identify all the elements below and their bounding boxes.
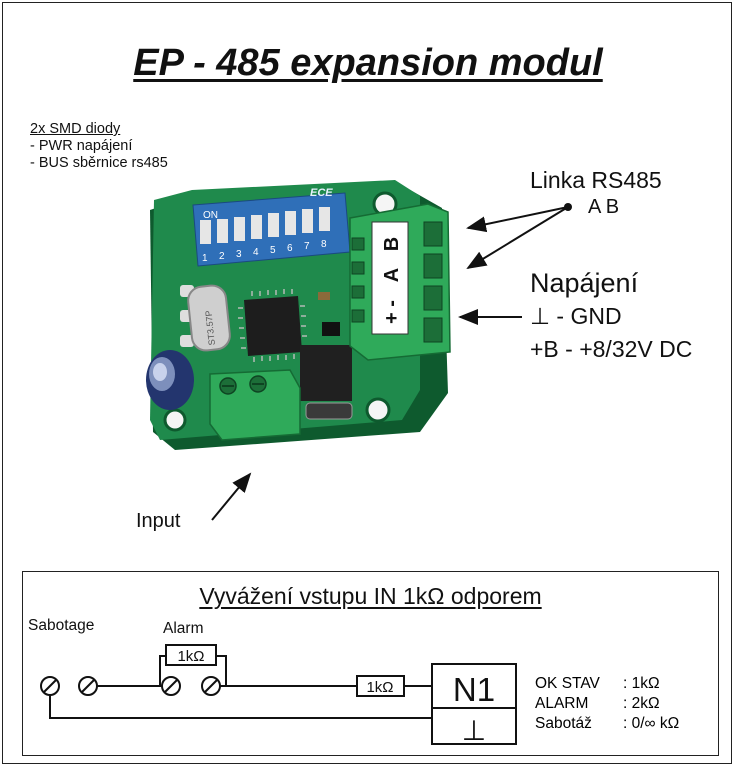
rs485-arrow-b (466, 206, 569, 233)
smd-transistor (322, 322, 340, 336)
ground-wire (49, 695, 432, 719)
dip-numbers: 1 2 3 4 5 6 7 8 (202, 239, 327, 264)
n1-input-box (431, 663, 517, 745)
smd-component (318, 292, 330, 300)
dip-levers (200, 207, 330, 244)
mounting-hole (365, 397, 391, 423)
led-note-bus: - BUS sběrnice rs485 (30, 155, 168, 171)
rs485-label: Linka RS485 (530, 167, 662, 193)
dip-on-label: ON (203, 210, 218, 221)
terminal-slots (351, 221, 443, 343)
crystal-oscillator (187, 284, 231, 352)
svg-text:6: 6 (287, 243, 293, 254)
voltage-regulator (300, 345, 352, 401)
svg-text:7: 7 (304, 241, 310, 252)
terminal-label-b: B (381, 237, 403, 251)
series-resistor-value: 1kΩ (366, 679, 393, 696)
alarm-resistor-value: 1kΩ (177, 648, 204, 665)
power-plus: +B - +8/32V DC (530, 336, 693, 362)
sabotage-label: Sabotage (28, 617, 95, 634)
rs485-terminals: A B (588, 196, 620, 218)
led-notes-heading: 2x SMD diody (30, 121, 121, 137)
solder-pad (180, 335, 194, 347)
circuit-box (22, 571, 719, 756)
dip-brand: ECE (310, 187, 333, 199)
status-row: OK STAV: 1kΩ (535, 675, 660, 692)
n1-label: N1 (453, 671, 495, 708)
ground-symbol: ⊥ (462, 714, 486, 747)
series-resistor (356, 675, 405, 697)
terminal-label-plate (371, 221, 409, 335)
led-notes: 2x SMD diody - PWR napájení - BUS sběrni… (30, 121, 168, 172)
crystal-label: ST3.57P (203, 310, 217, 346)
terminal-label-a: A (381, 268, 403, 282)
status-table: OK STAV: 1kΩ ALARM: 2kΩ Sabotáž: 0/∞ kΩ (535, 674, 679, 734)
page-title: EP - 485 expansion modul (133, 42, 603, 84)
svg-text:1: 1 (202, 253, 208, 264)
circuit-title: Vyvážení vstupu IN 1kΩ odporem (199, 583, 542, 609)
fuse (305, 402, 353, 420)
led-note-pwr: - PWR napájení (30, 138, 133, 154)
svg-text:2: 2 (219, 251, 225, 262)
input-arrow (211, 472, 252, 521)
rs485-arrow-a (466, 206, 569, 270)
power-gnd: ⊥ - GND (530, 303, 622, 329)
alarm-resistor (165, 644, 217, 666)
svg-text:8: 8 (321, 239, 327, 250)
status-row: Sabotáž: 0/∞ kΩ (535, 715, 680, 732)
input-label: Input (136, 510, 181, 532)
microcontroller-chip (244, 296, 302, 356)
status-row: ALARM: 2kΩ (535, 695, 660, 712)
alarm-label: Alarm (163, 620, 204, 637)
terminal-label-power: + - (381, 300, 403, 324)
svg-text:5: 5 (270, 245, 276, 256)
mounting-hole (163, 408, 187, 432)
svg-text:4: 4 (253, 247, 259, 258)
svg-text:3: 3 (236, 249, 242, 260)
power-label: Napájení (530, 268, 639, 298)
